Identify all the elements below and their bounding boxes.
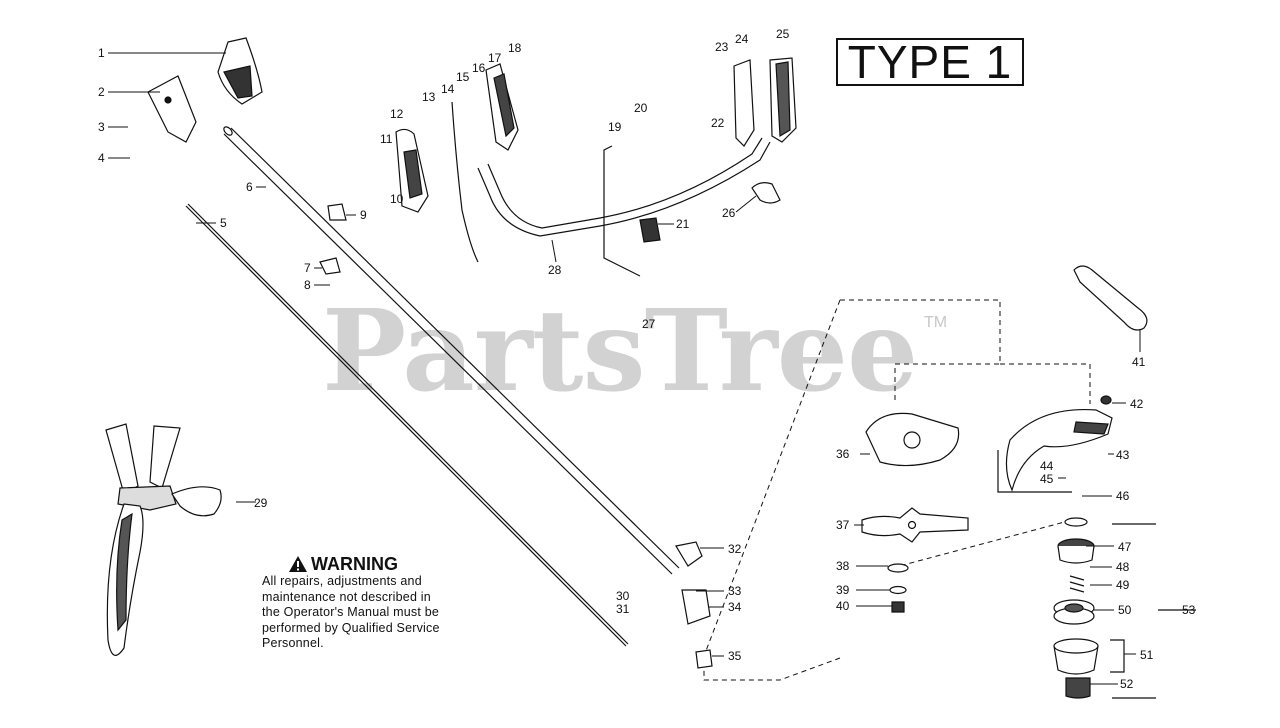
callout: 31 — [616, 602, 630, 616]
callout: 12 — [390, 107, 404, 121]
callout: 10 — [390, 192, 404, 206]
callout: 13 — [422, 90, 436, 104]
handlebar — [477, 141, 771, 237]
warning-text: All repairs, adjustments and maintenance… — [262, 574, 477, 652]
callout: 7 — [304, 261, 311, 275]
callout: 48 — [1116, 560, 1130, 574]
spring-part-49 — [1069, 575, 1085, 593]
callout: 27 — [642, 317, 656, 331]
bracket-part-9 — [327, 203, 347, 221]
callout: 29 — [254, 496, 268, 510]
callout: 2 — [98, 85, 105, 99]
throttle-cable — [451, 101, 479, 263]
callout: 32 — [728, 542, 742, 556]
callout: 43 — [1116, 448, 1130, 462]
callout: 28 — [548, 263, 562, 277]
callout: 21 — [676, 217, 690, 231]
callout: 44 — [1040, 459, 1054, 473]
shaft-housing-part — [147, 75, 197, 143]
callout: 51 — [1140, 648, 1154, 662]
cap-part-35 — [695, 649, 713, 669]
type-label: TYPE 1 — [836, 38, 1024, 86]
callout: 47 — [1118, 540, 1132, 554]
warning-line: performed by Qualified Service — [262, 620, 440, 635]
callout: 25 — [776, 27, 790, 41]
harness-part — [105, 423, 222, 656]
callout: 34 — [728, 600, 742, 614]
warning-line: All repairs, adjustments and — [262, 574, 422, 588]
clamp-part-26 — [751, 182, 781, 204]
callout: 9 — [360, 208, 367, 222]
callout: 1 — [98, 46, 105, 60]
callout: 53 — [1182, 603, 1196, 617]
callout: 39 — [836, 583, 850, 597]
callout: 8 — [304, 278, 311, 292]
callout: 6 — [246, 180, 253, 194]
callout: 23 — [715, 40, 729, 54]
callout: 33 — [728, 584, 742, 598]
callout: 3 — [98, 120, 105, 134]
warning-notice: WARNING All repairs, adjustments and mai… — [262, 554, 477, 652]
callout: 22 — [711, 116, 725, 130]
drive-shaft — [185, 203, 629, 647]
shaft-tube — [223, 126, 680, 575]
callout: 35 — [728, 649, 742, 663]
washer-part-39 — [889, 585, 907, 595]
callout: 30 — [616, 589, 630, 603]
callout: 49 — [1116, 578, 1130, 592]
warning-triangle-icon — [289, 556, 307, 572]
washer-part-42 — [1100, 395, 1112, 405]
callout: 11 — [380, 132, 393, 146]
callout: 37 — [836, 518, 850, 532]
callout-labels: 1 2 3 4 6 5 7 8 9 10 11 12 13 14 15 16 1… — [98, 27, 1196, 691]
callout: 41 — [1132, 355, 1146, 369]
callout: 16 — [472, 61, 486, 75]
nut-part-40 — [891, 601, 905, 613]
callout: 26 — [722, 206, 736, 220]
callout: 46 — [1116, 489, 1130, 503]
callout: 42 — [1130, 397, 1144, 411]
callout: 38 — [836, 559, 850, 573]
clip-part-7 — [319, 257, 341, 275]
leader-lines — [108, 52, 1141, 685]
washer-part-38 — [887, 563, 909, 573]
warning-line: Personnel. — [262, 636, 324, 650]
clamp-part-21 — [639, 217, 661, 243]
warning-title: WARNING — [311, 554, 398, 574]
callout: 14 — [441, 82, 455, 96]
knob-part-52 — [1065, 677, 1091, 699]
warning-heading: WARNING — [262, 554, 477, 574]
callout: 24 — [735, 32, 749, 46]
callout: 36 — [836, 447, 850, 461]
callout: 40 — [836, 599, 850, 613]
grip-part-24 — [733, 59, 755, 147]
callout: 50 — [1118, 603, 1132, 617]
warning-line: maintenance not described in — [262, 589, 431, 604]
callout: 15 — [456, 70, 470, 84]
washer-part-46-top — [1064, 517, 1088, 527]
callout: 19 — [608, 120, 622, 134]
callout: 45 — [1040, 472, 1054, 486]
callout: 52 — [1120, 677, 1134, 691]
callout: 17 — [488, 51, 502, 65]
gear-head-part — [675, 541, 703, 567]
callout: 20 — [634, 101, 648, 115]
watermark-tm: TM — [924, 314, 948, 331]
callout: 4 — [98, 151, 105, 165]
dashed-outline — [703, 299, 1091, 681]
callout: 5 — [220, 216, 227, 230]
warning-line: the Operator's Manual must be — [262, 605, 440, 619]
wrench-part-41 — [1073, 265, 1148, 331]
callout: 18 — [508, 41, 522, 55]
